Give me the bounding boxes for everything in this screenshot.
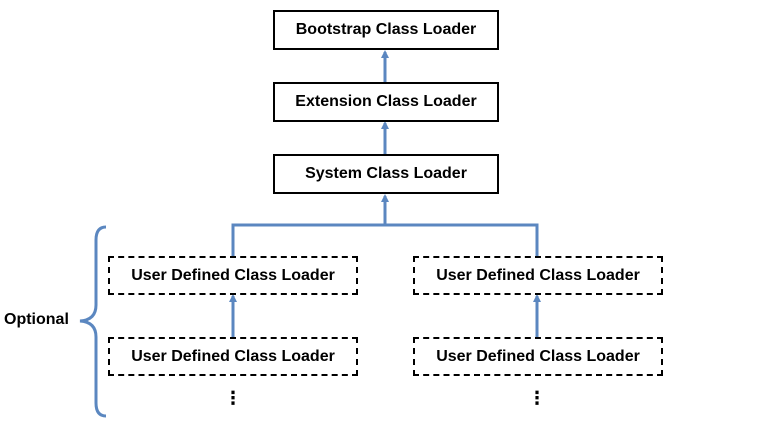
user-defined-class-loader-label: User Defined Class Loader <box>436 266 640 284</box>
user-defined-class-loader-right-bottom: User Defined Class Loader <box>413 337 663 376</box>
extension-class-loader: Extension Class Loader <box>273 82 499 122</box>
bootstrap-class-loader-label: Bootstrap Class Loader <box>295 21 477 38</box>
system-class-loader: System Class Loader <box>273 154 499 194</box>
optional-brace <box>79 225 107 418</box>
user-defined-class-loader-label: User Defined Class Loader <box>436 347 640 365</box>
user-defined-class-loader-right-top: User Defined Class Loader <box>413 256 663 295</box>
user-defined-class-loader-left-top: User Defined Class Loader <box>108 256 358 295</box>
user-defined-class-loader-label: User Defined Class Loader <box>131 347 335 365</box>
user-defined-class-loader-label: User Defined Class Loader <box>131 266 335 284</box>
extension-class-loader-label: Extension Class Loader <box>295 93 477 110</box>
branch-line <box>231 223 539 257</box>
system-class-loader-label: System Class Loader <box>305 165 467 182</box>
bootstrap-class-loader: Bootstrap Class Loader <box>273 10 499 50</box>
ellipsis-right: ⋮ <box>528 388 546 408</box>
user-defined-class-loader-left-bottom: User Defined Class Loader <box>108 337 358 376</box>
optional-label: Optional <box>4 311 69 328</box>
ellipsis-left: ⋮ <box>224 388 242 408</box>
